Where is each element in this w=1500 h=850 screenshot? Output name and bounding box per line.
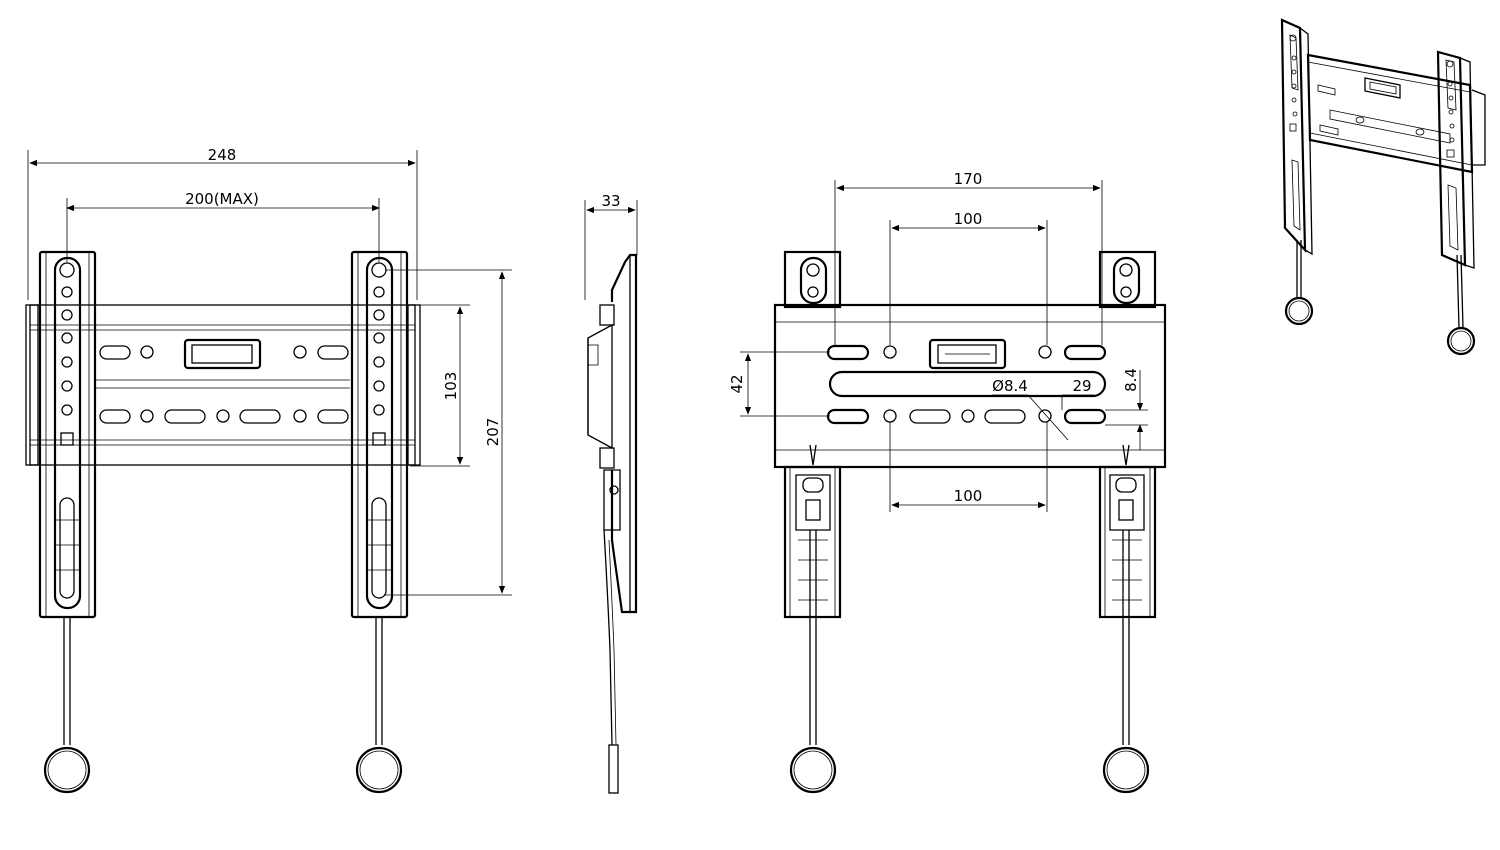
rear-lower-brackets — [783, 444, 1157, 619]
front-view: 248 200(MAX) 103 207 — [25, 146, 512, 794]
dim-hole-diameter: Ø8.4 — [992, 377, 1028, 395]
dim-offset: 29 — [1072, 377, 1091, 395]
front-left-arm — [38, 250, 97, 619]
rear-upper-slots — [826, 344, 1107, 361]
front-cross-plate — [29, 304, 416, 466]
dim-inner-height: 103 — [442, 372, 460, 401]
dim-max-spacing: 200(MAX) — [185, 190, 259, 208]
front-right-arm — [350, 250, 409, 619]
front-center-lock — [183, 338, 262, 370]
front-upper-slots — [99, 345, 349, 360]
dim-edge-offset: 8.4 — [1122, 368, 1140, 392]
dim-inner-spacing-top: 100 — [954, 210, 983, 228]
dim-overall-width: 248 — [208, 146, 237, 164]
dim-depth: 33 — [601, 192, 620, 210]
isometric-view — [1280, 18, 1486, 356]
dim-inner-spacing-bottom: 100 — [954, 487, 983, 505]
side-cord-handle — [608, 744, 619, 794]
rear-plate — [773, 303, 1167, 469]
rear-dimensions: 170 100 100 42 Ø8.4 29 8.4 — [728, 170, 1148, 512]
side-view: 33 — [584, 192, 638, 794]
dim-outer-spacing: 170 — [954, 170, 983, 188]
rear-pull-cords — [789, 530, 1150, 794]
side-profile — [610, 253, 638, 614]
front-dimensions: 248 200(MAX) 103 207 — [27, 146, 512, 596]
dim-slot-spacing: 42 — [728, 374, 746, 393]
front-lower-slots — [99, 409, 349, 424]
side-dimensions: 33 — [584, 192, 638, 300]
rear-view: 170 100 100 42 Ø8.4 29 8.4 — [728, 170, 1167, 794]
rear-upper-brackets — [783, 250, 1157, 309]
rear-middle-slot — [828, 370, 1107, 398]
rear-center-lock — [928, 338, 1007, 370]
front-pull-cords — [43, 617, 403, 794]
dim-overall-height: 207 — [484, 418, 502, 447]
rear-lower-slots — [826, 408, 1107, 425]
